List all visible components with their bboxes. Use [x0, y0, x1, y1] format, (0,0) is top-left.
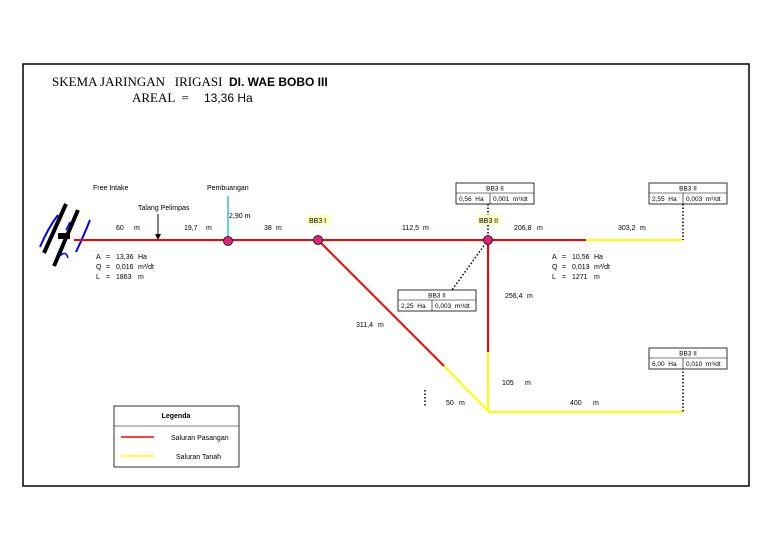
svg-text:112,5: 112,5	[402, 225, 419, 232]
svg-text:m: m	[525, 380, 531, 387]
svg-text:=: =	[562, 274, 566, 281]
saluran-pasangan-lines	[74, 239, 586, 367]
svg-text:38: 38	[264, 225, 272, 232]
svg-text:A: A	[96, 254, 101, 261]
svg-text:m: m	[134, 225, 140, 232]
svg-text:0,016: 0,016	[116, 264, 134, 271]
svg-text:0,001 m³/dt: 0,001 m³/dt	[493, 196, 528, 203]
bb3-ii-highlight	[477, 215, 501, 225]
svg-text:m: m	[594, 274, 600, 281]
svg-text:13,36: 13,36	[116, 254, 134, 261]
svg-text:0,010 m³/dt: 0,010 m³/dt	[686, 361, 721, 368]
node-bb3-ii	[483, 235, 493, 245]
label-bb3-i: BB3 I	[309, 218, 326, 225]
segment-lengths: 60 m 19,7 m 38 m 112,5 m 206,8 m 303,2 m 311,4…	[116, 225, 646, 407]
svg-text:BB3 II: BB3 II	[679, 351, 697, 358]
tertiary-box-3: BB3 II 2,25 Ha 0,003 m³/dt	[397, 289, 477, 312]
svg-text:BB3 II: BB3 II	[486, 186, 504, 193]
arrow-head	[155, 234, 161, 240]
tertiary-box-4: BB3 II 6,00 Ha 0,010 m³/dt	[648, 347, 728, 370]
svg-text:Q: Q	[96, 264, 102, 271]
node-bb3-i	[313, 235, 323, 245]
tertiary-box-2: BB3 II 2,55 Ha 0,003 m³/dt	[648, 182, 728, 205]
svg-text:m: m	[640, 225, 646, 232]
svg-text:=: =	[106, 264, 110, 271]
bb3-i-highlight	[307, 215, 331, 225]
areal-label: AREAL =	[132, 90, 189, 105]
svg-text:A: A	[552, 254, 557, 261]
svg-text:1271: 1271	[572, 274, 588, 281]
saluran-tanah-lines	[443, 239, 683, 413]
svg-text:=: =	[106, 254, 110, 261]
label-talang-pelimpas: Talang Pelimpas	[138, 205, 190, 212]
legend: Legenda Saluran Pasangan Saluran Tanah	[113, 405, 240, 468]
svg-text:m: m	[138, 274, 144, 281]
label-bb3-ii: BB3 II	[479, 218, 498, 225]
svg-text:60: 60	[116, 225, 124, 232]
svg-text:=: =	[562, 254, 566, 261]
svg-text:BB3 II: BB3 II	[428, 293, 446, 300]
svg-text:206,8: 206,8	[514, 225, 532, 232]
page-frame	[22, 63, 750, 487]
label-free-intake: Free Intake	[93, 185, 129, 192]
node-pembuangan	[223, 236, 233, 246]
label-pembuangan: Pembuangan	[207, 185, 249, 192]
svg-text:L: L	[96, 274, 100, 281]
title-prefix: SKEMA JARINGAN IRIGASI	[52, 74, 222, 89]
areal-value: 13,36 Ha	[204, 91, 253, 105]
svg-text:Ha: Ha	[138, 254, 147, 261]
svg-text:50: 50	[446, 400, 454, 407]
svg-text:m: m	[423, 225, 429, 232]
svg-text:1863: 1863	[116, 274, 132, 281]
svg-text:m: m	[593, 400, 599, 407]
svg-text:0,003 m³/dt: 0,003 m³/dt	[435, 303, 470, 310]
svg-text:m³/dt: m³/dt	[138, 264, 154, 271]
svg-text:400: 400	[570, 400, 582, 407]
svg-text:2,25 Ha: 2,25 Ha	[401, 303, 426, 310]
intake-structure	[39, 203, 91, 267]
label-290: 2,90 m	[229, 213, 251, 220]
legend-pasangan-label: Saluran Pasangan	[171, 435, 229, 442]
branch-diagonal-red	[317, 239, 445, 367]
svg-text:19,7: 19,7	[184, 225, 198, 232]
stats-right: A = 10,56 Ha Q = 0,013 m³/dt L = 1271 m	[552, 254, 610, 281]
svg-text:6,00 Ha: 6,00 Ha	[652, 361, 677, 368]
title-name: DI. WAE BOBO III	[229, 75, 328, 89]
legend-tanah-label: Saluran Tanah	[176, 454, 221, 461]
svg-text:m: m	[276, 225, 282, 232]
svg-text:=: =	[562, 264, 566, 271]
svg-text:256,4: 256,4	[505, 293, 523, 300]
svg-text:303,2: 303,2	[618, 225, 636, 232]
svg-text:m: m	[378, 322, 384, 329]
svg-text:m: m	[527, 293, 533, 300]
svg-text:311,4: 311,4	[356, 322, 373, 329]
svg-text:0,013: 0,013	[572, 264, 590, 271]
svg-text:0,003 m³/dt: 0,003 m³/dt	[686, 196, 721, 203]
svg-text:2,55 Ha: 2,55 Ha	[652, 196, 677, 203]
svg-text:BB3 II: BB3 II	[679, 186, 697, 193]
svg-text:m: m	[537, 225, 543, 232]
svg-text:Ha: Ha	[594, 254, 603, 261]
svg-text:L: L	[552, 274, 556, 281]
legend-title: Legenda	[162, 413, 191, 420]
svg-text:Q: Q	[552, 264, 558, 271]
branch-diagonal-yellow	[443, 365, 490, 413]
svg-text:m³/dt: m³/dt	[594, 264, 610, 271]
tertiary-box-1: BB3 II 0,56 Ha 0,001 m³/dt	[455, 182, 535, 205]
svg-text:105: 105	[502, 380, 514, 387]
stats-main: A = 13,36 Ha Q = 0,016 m³/dt L = 1863 m	[96, 254, 154, 281]
svg-text:=: =	[106, 274, 110, 281]
svg-text:0,56 Ha: 0,56 Ha	[459, 196, 484, 203]
svg-text:m: m	[459, 400, 465, 407]
svg-text:m: m	[206, 225, 212, 232]
svg-text:10,56: 10,56	[572, 254, 590, 261]
